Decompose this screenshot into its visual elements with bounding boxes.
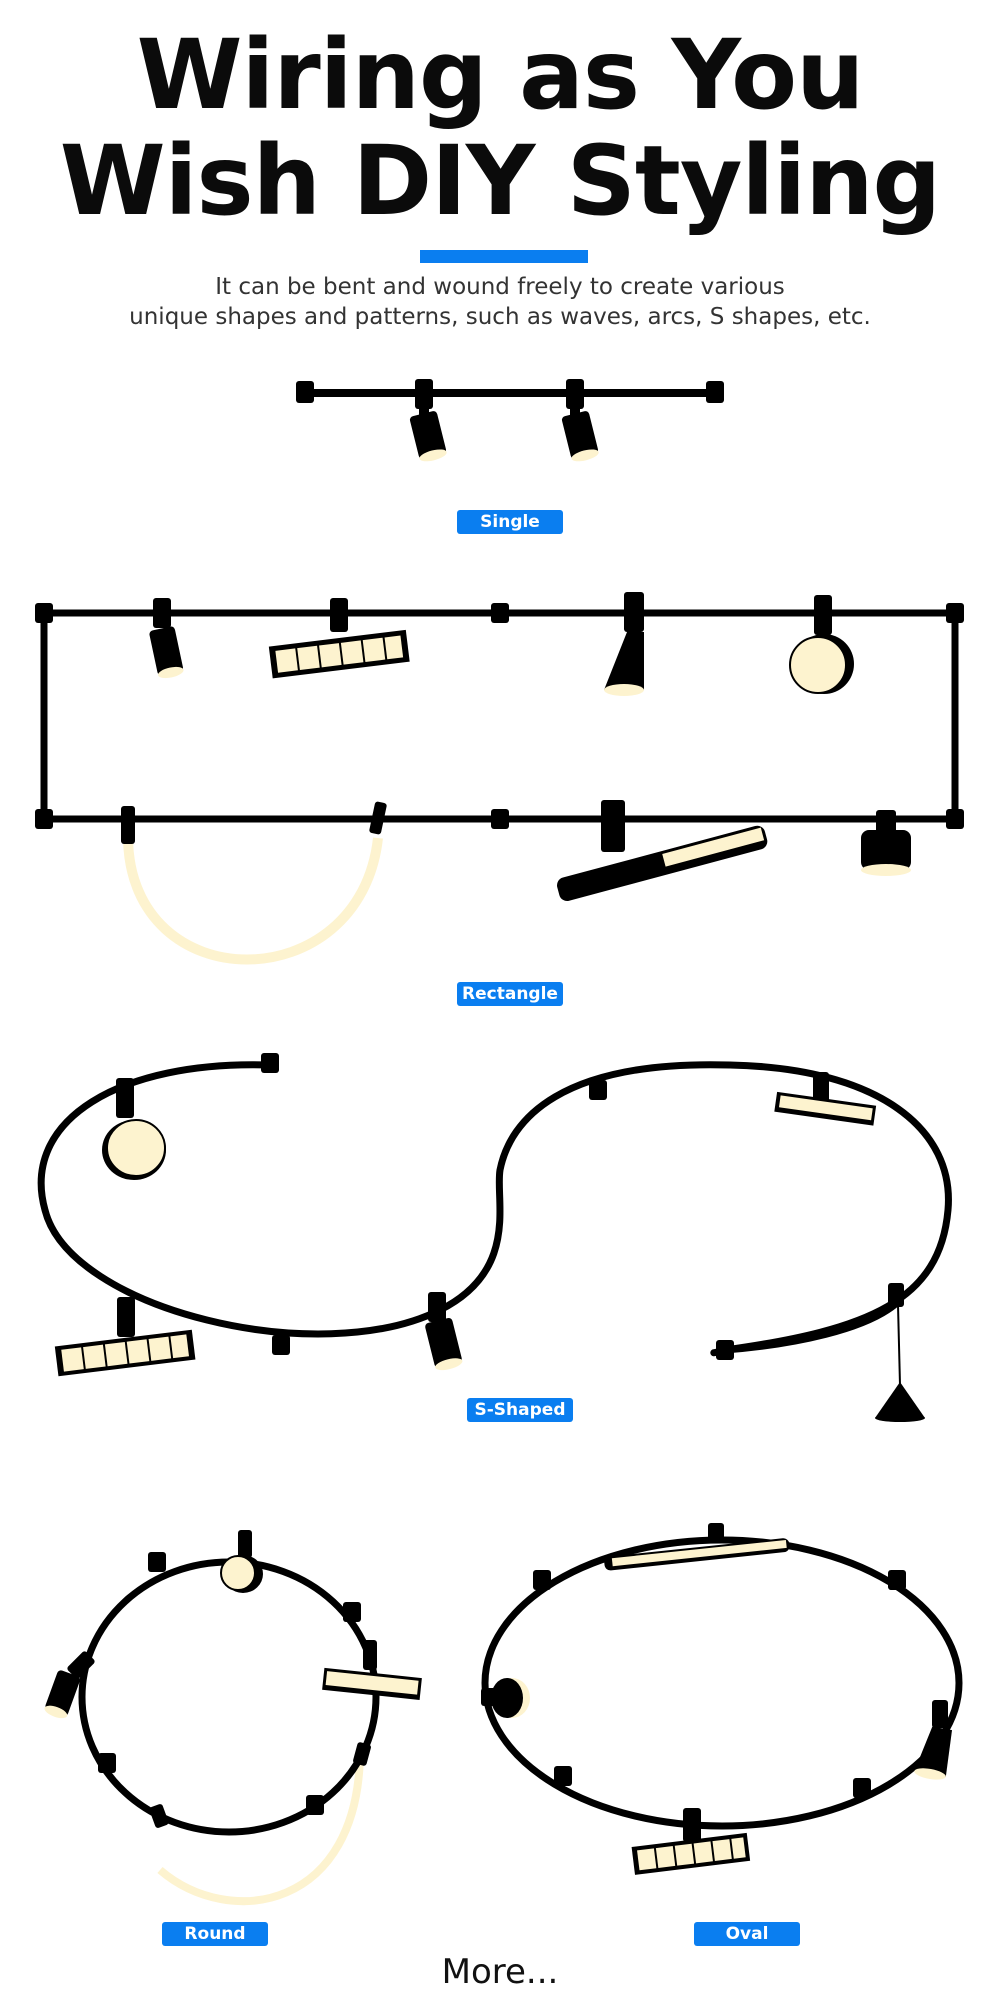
spotlight-icon [914, 1700, 953, 1780]
label-rectangle: Rectangle [457, 982, 563, 1006]
subtitle-line-1: It can be bent and wound freely to creat… [215, 274, 785, 300]
round-light-icon [220, 1530, 263, 1593]
round-light-icon [789, 595, 854, 694]
subtitle-line-2: unique shapes and patterns, such as wave… [129, 304, 871, 330]
linear-bar-light-icon [557, 800, 768, 902]
s-shaped-layout-illustration [37, 1053, 952, 1422]
grille-light-icon [631, 1808, 751, 1875]
grille-light-icon [54, 1297, 196, 1377]
spotlight-icon [44, 1651, 95, 1719]
linear-bar-light-icon [604, 1538, 790, 1571]
downlight-icon [861, 810, 911, 876]
page-subtitle: It can be bent and wound freely to creat… [0, 272, 1000, 332]
spotlight-icon [425, 1292, 463, 1371]
spotlight-icon [561, 379, 599, 462]
label-single: Single [457, 510, 563, 534]
spotlight-icon [409, 379, 447, 462]
label-s-shaped: S-Shaped [467, 1398, 573, 1422]
linear-bar-light-icon [774, 1072, 877, 1126]
flexible-strip-light-icon [121, 801, 387, 965]
title-line-2: Wish DIY Styling [59, 125, 942, 237]
more-text: More... [441, 1952, 559, 1992]
spotlight-icon [149, 598, 184, 679]
title-accent-bar [420, 250, 588, 263]
single-layout-illustration [296, 379, 724, 462]
title-line-1: Wiring as You [136, 19, 865, 131]
oval-layout-illustration [481, 1523, 963, 1875]
round-layout-illustration [44, 1530, 422, 1906]
label-oval: Oval [694, 1922, 800, 1946]
linear-bar-light-icon [322, 1640, 422, 1700]
page-title: Wiring as You Wish DIY Styling [0, 22, 1000, 234]
label-round: Round [162, 1922, 268, 1946]
rectangle-layout-illustration [35, 592, 964, 965]
pendant-light-icon [875, 1283, 925, 1422]
cone-light-icon [604, 592, 644, 696]
round-light-icon [481, 1678, 530, 1718]
grille-light-icon [268, 598, 410, 679]
round-light-icon [102, 1078, 166, 1180]
